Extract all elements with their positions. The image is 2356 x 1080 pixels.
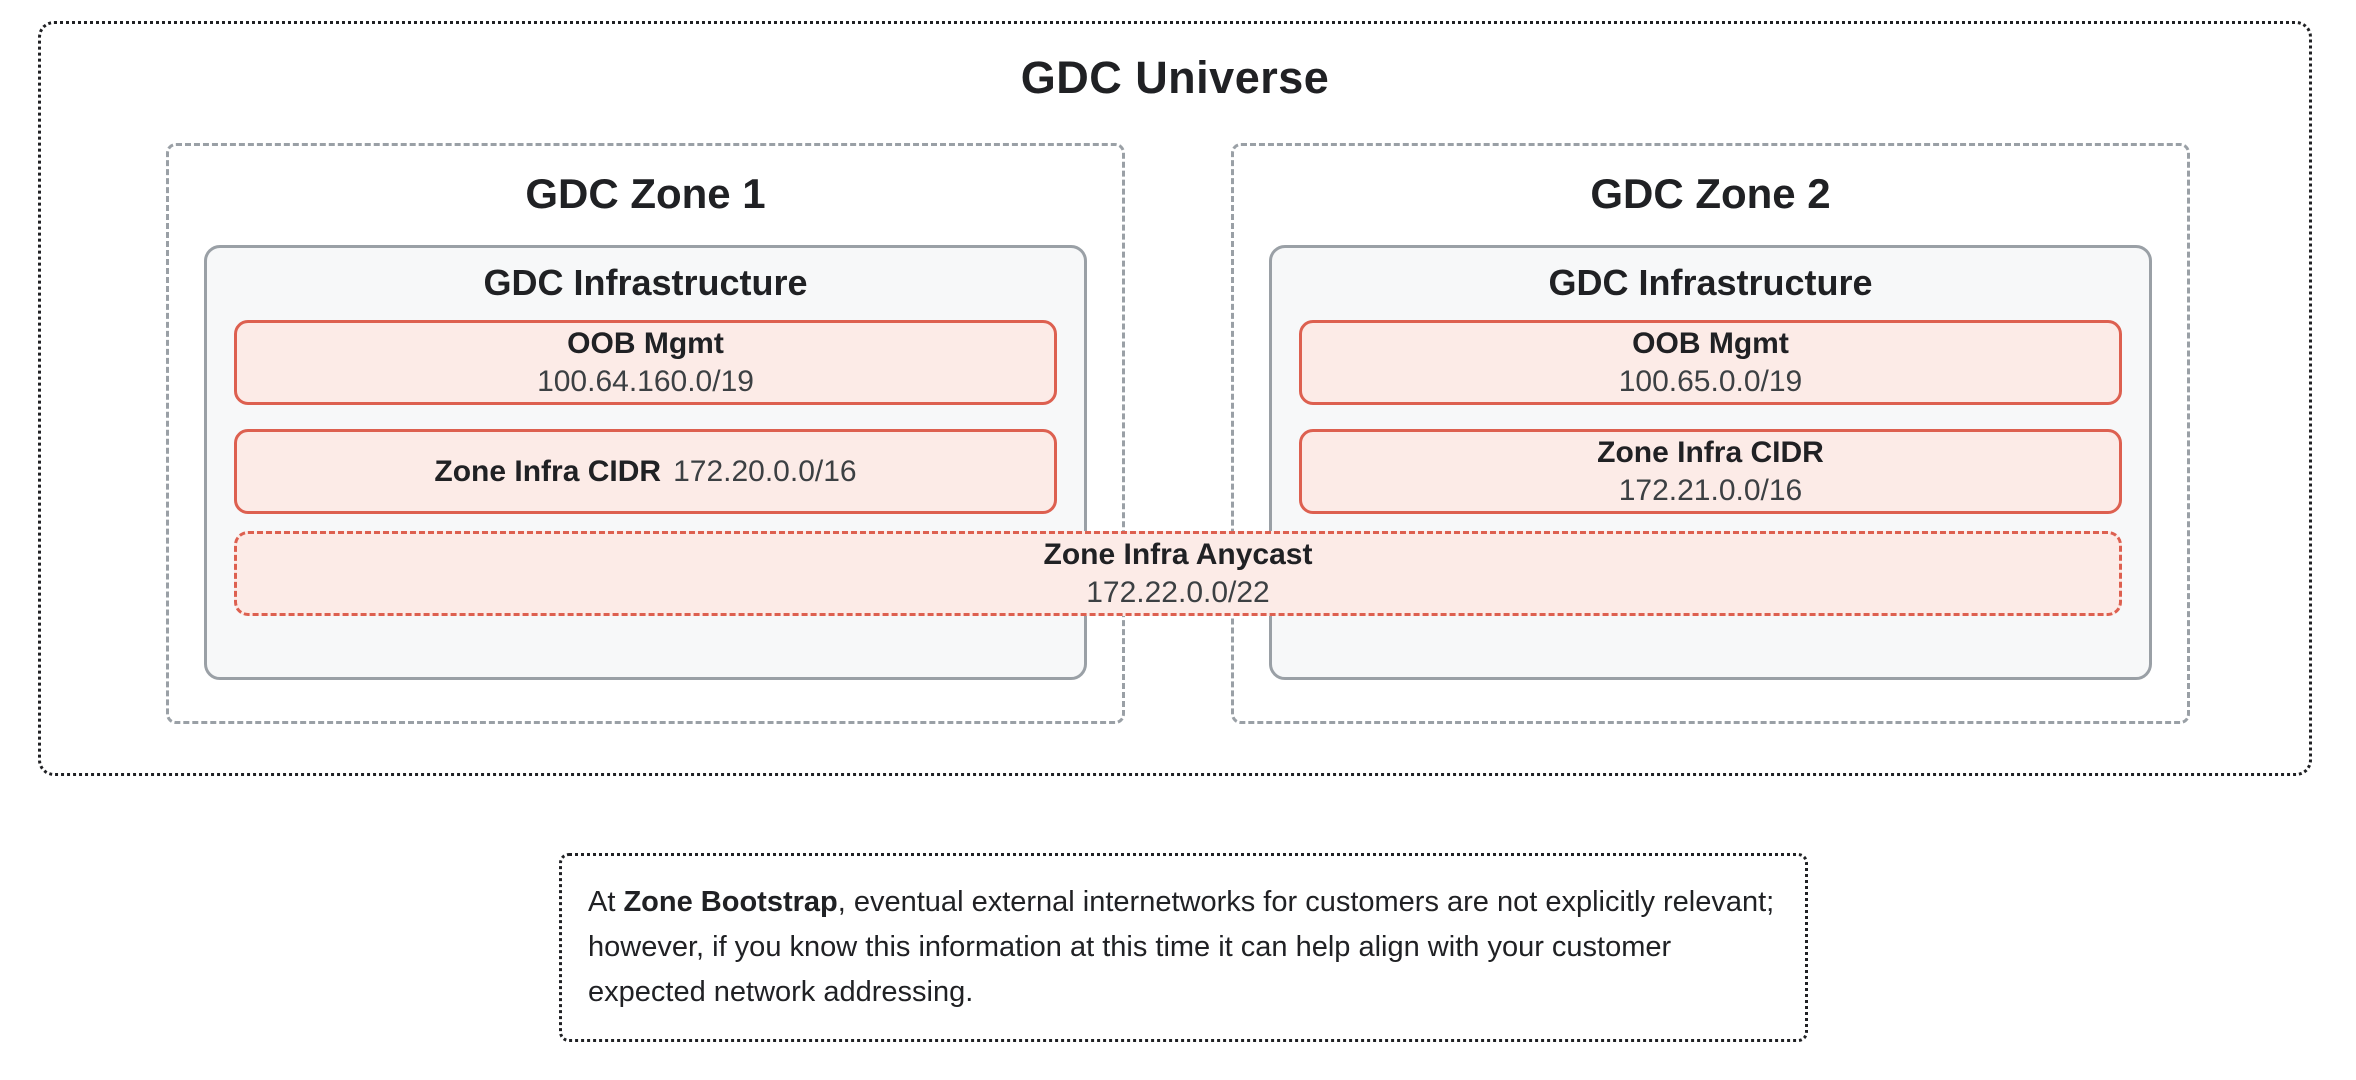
note-text-rest: , eventual external internetworks for cu…: [588, 886, 1775, 1008]
zone-infra-anycast-label: Zone Infra Anycast: [1043, 537, 1313, 571]
zone-infra-anycast-cidr: 172.22.0.0/22: [1086, 575, 1270, 609]
gdc-universe-container: GDC Universe GDC Zone 1 GDC Infrastructu…: [38, 21, 2312, 776]
zone-1-infrastructure-title: GDC Infrastructure: [483, 262, 808, 303]
zone-2-container: GDC Zone 2 GDC Infrastructure OOB Mgmt 1…: [1231, 143, 2190, 724]
zone-2-infra-cidr-value: 172.21.0.0/16: [1618, 473, 1803, 507]
note-text-prefix: At: [588, 886, 624, 918]
zone-1-infra-cidr-box: Zone Infra CIDR 172.20.0.0/16: [234, 429, 1057, 514]
zone-1-oob-mgmt-cidr: 100.64.160.0/19: [537, 364, 754, 398]
zone-infra-anycast-box: Zone Infra Anycast 172.22.0.0/22: [234, 531, 2122, 616]
zone-2-oob-mgmt-cidr: 100.65.0.0/19: [1618, 364, 1803, 398]
zone-1-oob-mgmt-box: OOB Mgmt 100.64.160.0/19: [234, 320, 1057, 405]
zone-2-title: GDC Zone 2: [1590, 170, 1831, 217]
note-text-bold: Zone Bootstrap: [623, 886, 838, 918]
zone-2-infra-cidr-label: Zone Infra CIDR: [1597, 435, 1824, 469]
zone-2-infra-cidr-box: Zone Infra CIDR 172.21.0.0/16: [1299, 429, 2122, 514]
zone-1-infra-cidr-value: 172.20.0.0/16: [673, 454, 857, 488]
universe-title: GDC Universe: [1020, 52, 1330, 103]
zone-1-container: GDC Zone 1 GDC Infrastructure OOB Mgmt 1…: [166, 143, 1125, 724]
zone-bootstrap-note-box: At Zone Bootstrap, eventual external int…: [559, 853, 1808, 1042]
zone-1-infra-cidr-label: Zone Infra CIDR: [434, 454, 662, 488]
zone-2-oob-mgmt-box: OOB Mgmt 100.65.0.0/19: [1299, 320, 2122, 405]
zone-2-oob-mgmt-label: OOB Mgmt: [1632, 326, 1789, 360]
zone-1-oob-mgmt-label: OOB Mgmt: [567, 326, 724, 360]
zone-1-title: GDC Zone 1: [525, 170, 766, 217]
zone-2-infrastructure-title: GDC Infrastructure: [1548, 262, 1873, 303]
